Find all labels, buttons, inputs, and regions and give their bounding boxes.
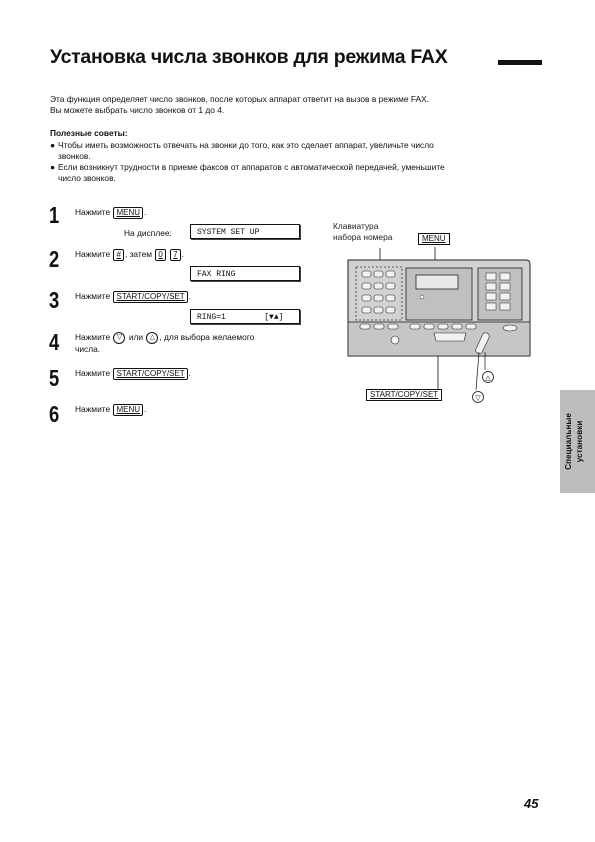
side-tab-label: Специальные установки <box>563 392 594 491</box>
start-copy-set-key: START/COPY/SET <box>113 291 188 303</box>
step-number-4: 4 <box>49 329 60 355</box>
title-bar <box>498 60 542 65</box>
page-number: 45 <box>524 796 539 811</box>
step-3-text: Нажмите START/COPY/SET. <box>75 291 191 303</box>
page-title: Установка числа звонков для режима FAX <box>50 46 448 68</box>
step-6-pre: Нажмите <box>75 404 111 414</box>
intro-text: Эта функция определяет число звонков, по… <box>50 94 429 116</box>
tip-line: звонков. <box>58 151 91 161</box>
step-1-text: Нажмите MENU. <box>75 207 146 219</box>
menu-key: MENU <box>113 207 144 219</box>
step-number-3: 3 <box>49 287 60 313</box>
keypad-label: Клавиатура набора номера <box>333 221 392 243</box>
step-number-5: 5 <box>49 365 60 391</box>
step-4-mid: или <box>128 332 144 343</box>
step-number-6: 6 <box>49 401 60 427</box>
step-6-text: Нажмите MENU. <box>75 404 146 416</box>
step-6-post: . <box>144 404 147 414</box>
up-arrow-icon: △ <box>485 374 491 382</box>
lcd-ring-1: RING=1 [▼▲] <box>190 309 300 324</box>
step-4-pre: Нажмите <box>75 332 111 343</box>
down-arrow-icon: ▽ <box>475 394 481 402</box>
step-5-text: Нажмите START/COPY/SET. <box>75 368 191 380</box>
start-copy-set-key: START/COPY/SET <box>113 368 188 380</box>
tips-list: ● Чтобы иметь возможность отвечать на зв… <box>50 140 540 184</box>
step-2-pre: Нажмите <box>75 249 111 259</box>
start-copy-set-callout: START/COPY/SET <box>366 389 443 401</box>
up-arrow-key-icon: △ <box>146 332 159 344</box>
seven-key: 7 <box>170 249 181 261</box>
intro-line-2: Вы можете выбрать число звонков от 1 до … <box>50 105 225 115</box>
tip-item: ● Чтобы иметь возможность отвечать на зв… <box>50 140 540 162</box>
step-4-line-2: числа. <box>75 344 101 354</box>
tip-line: Чтобы иметь возможность отвечать на звон… <box>58 140 434 150</box>
bullet-icon: ● <box>50 140 56 150</box>
menu-key: MENU <box>113 404 144 416</box>
zero-key: 0 <box>155 249 166 261</box>
step-4-text: Нажмите ▽ или △, для выбора желаемого чи… <box>75 332 254 355</box>
step-1-post: . <box>144 207 147 217</box>
tip-line: число звонков. <box>58 173 116 183</box>
intro-line-1: Эта функция определяет число звонков, по… <box>50 94 430 104</box>
side-tab-line-2: установки <box>575 420 584 463</box>
keypad-label-line-2: набора номера <box>333 232 393 242</box>
step-2-post: . <box>181 249 184 259</box>
tip-item: ● Если возникнут трудности в приеме факс… <box>50 162 540 184</box>
tip-line: Если возникнут трудности в приеме факсов… <box>58 162 445 172</box>
side-tab-line-1: Специальные <box>564 413 573 470</box>
step-4-post: , для выбора желаемого <box>159 332 255 343</box>
step-2-mid: , затем <box>124 249 153 259</box>
keypad-label-line-1: Клавиатура <box>333 221 379 231</box>
lcd-fax-ring: FAX RING <box>190 266 300 281</box>
step-5-pre: Нажмите <box>75 368 111 378</box>
step-3-post: . <box>188 291 191 301</box>
section-side-tab: Специальные установки <box>560 390 595 493</box>
display-label: На дисплее: <box>124 228 172 238</box>
step-3-pre: Нажмите <box>75 291 111 301</box>
step-2-text: Нажмите #, затем 0 7. <box>75 249 184 261</box>
step-1-pre: Нажмите <box>75 207 111 217</box>
down-arrow-key-icon: ▽ <box>113 332 126 344</box>
hash-key: # <box>113 249 124 261</box>
menu-callout: MENU <box>418 233 450 245</box>
step-5-post: . <box>188 368 191 378</box>
step-number-1: 1 <box>49 202 60 228</box>
tips-heading: Полезные советы: <box>50 128 128 138</box>
lcd-system-set-up: SYSTEM SET UP <box>190 224 300 239</box>
bullet-icon: ● <box>50 162 56 172</box>
fax-machine-illustration: △ ▽ <box>347 247 531 403</box>
step-number-2: 2 <box>49 246 60 272</box>
